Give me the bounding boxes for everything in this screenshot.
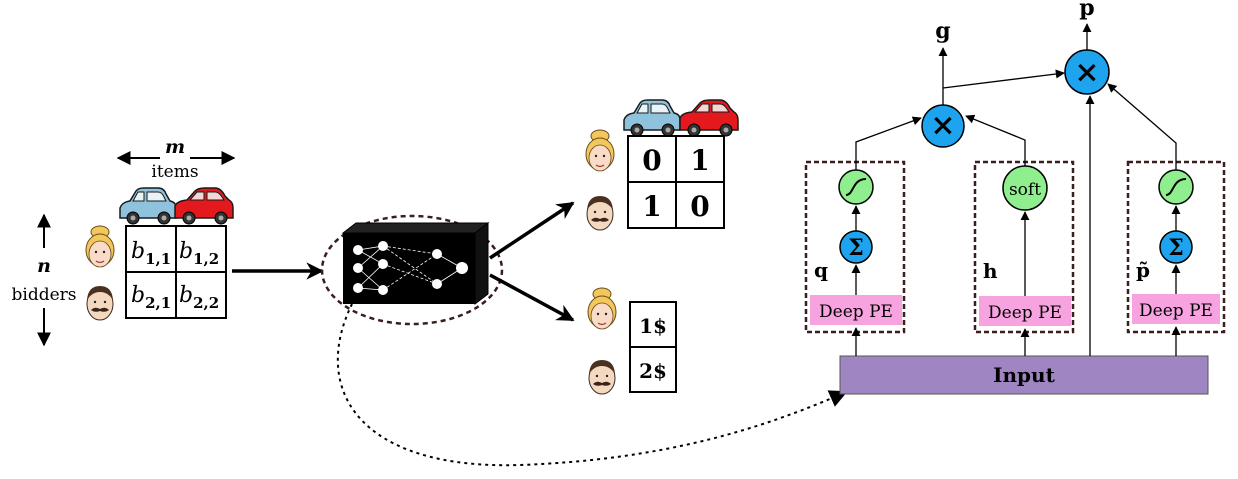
allocation-output: 0 1 1 0: [585, 99, 739, 231]
alloc-cell-21: 1: [642, 190, 661, 223]
network-dashed-ellipse: [320, 214, 504, 326]
network-to-allocation-arrow: [489, 201, 575, 260]
p-output-label: p: [1079, 0, 1094, 21]
alloc-cell-22: 0: [690, 190, 709, 223]
network-icon: [343, 233, 475, 304]
bidders-variable: n: [37, 255, 51, 277]
input-bar: [839, 355, 1209, 395]
g-output-label: g: [935, 18, 950, 44]
red-car-icon: [174, 187, 234, 225]
bid-cell-21: b2,1: [131, 283, 171, 312]
p-tilde-sum-symbol: Σ: [1168, 235, 1184, 261]
q-deep-pe-label: Deep PE: [819, 302, 893, 322]
items-variable: m: [165, 136, 185, 158]
h-softmax-label: soft: [1009, 180, 1041, 200]
payment-bidder1-face-icon: [587, 287, 617, 330]
p-tilde-sigmoid-node: [1158, 169, 1194, 205]
bidder2-face-icon: [86, 285, 114, 321]
architecture-section: Input Deep PE Deep PE Deep PE q h p̃ Σ Σ: [804, 0, 1226, 395]
p-tilde-deep-pe-label: Deep PE: [1139, 301, 1213, 321]
h-deep-pe-label: Deep PE: [988, 303, 1062, 323]
h-deep-pe-block: [979, 296, 1071, 326]
p-tilde-deep-pe-block: [1132, 294, 1220, 324]
alloc-bidder2-face-icon: [586, 195, 614, 231]
alloc-bidder1-face-icon: [585, 129, 615, 172]
blue-car-icon: [119, 187, 177, 225]
zoom-in-dotted-arrow: [336, 303, 848, 467]
bid-cell-11: b1,1: [131, 239, 171, 268]
p-multiply-symbol: ×: [1074, 55, 1099, 90]
bid-cell-22: b2,2: [179, 283, 219, 312]
payment-cell-2: 2$: [639, 359, 667, 383]
alloc-cell-12: 1: [690, 144, 709, 177]
bidders-label: bidders: [12, 285, 77, 305]
q-sum-symbol: Σ: [848, 235, 864, 261]
q-label: q: [814, 258, 828, 282]
alloc-blue-car-icon: [623, 99, 681, 137]
alloc-red-car-icon: [679, 99, 739, 137]
h-label: h: [983, 259, 998, 283]
p-tilde-label: p̃: [1136, 258, 1150, 282]
bid-cell-12: b1,2: [179, 239, 219, 268]
bidder1-face-icon: [85, 225, 115, 268]
items-label: items: [151, 162, 198, 182]
payment-bidder2-face-icon: [588, 359, 616, 395]
neural-network-box: [320, 214, 504, 326]
bid-input-section: m items n bidders b1,1 b1,2 b2,1 b2,2: [12, 136, 236, 347]
payment-output: 1$ 2$: [587, 287, 677, 395]
bid-matrix: b1,1 b1,2 b2,1 b2,2: [125, 225, 227, 319]
g-multiply-symbol: ×: [930, 108, 955, 143]
payment-cell-1: 1$: [639, 314, 667, 338]
q-sigmoid-node: [838, 169, 874, 205]
network-to-payment-arrow: [489, 273, 575, 322]
alloc-cell-11: 0: [642, 144, 661, 177]
q-deep-pe-block: [810, 295, 902, 325]
input-label: Input: [993, 363, 1055, 387]
